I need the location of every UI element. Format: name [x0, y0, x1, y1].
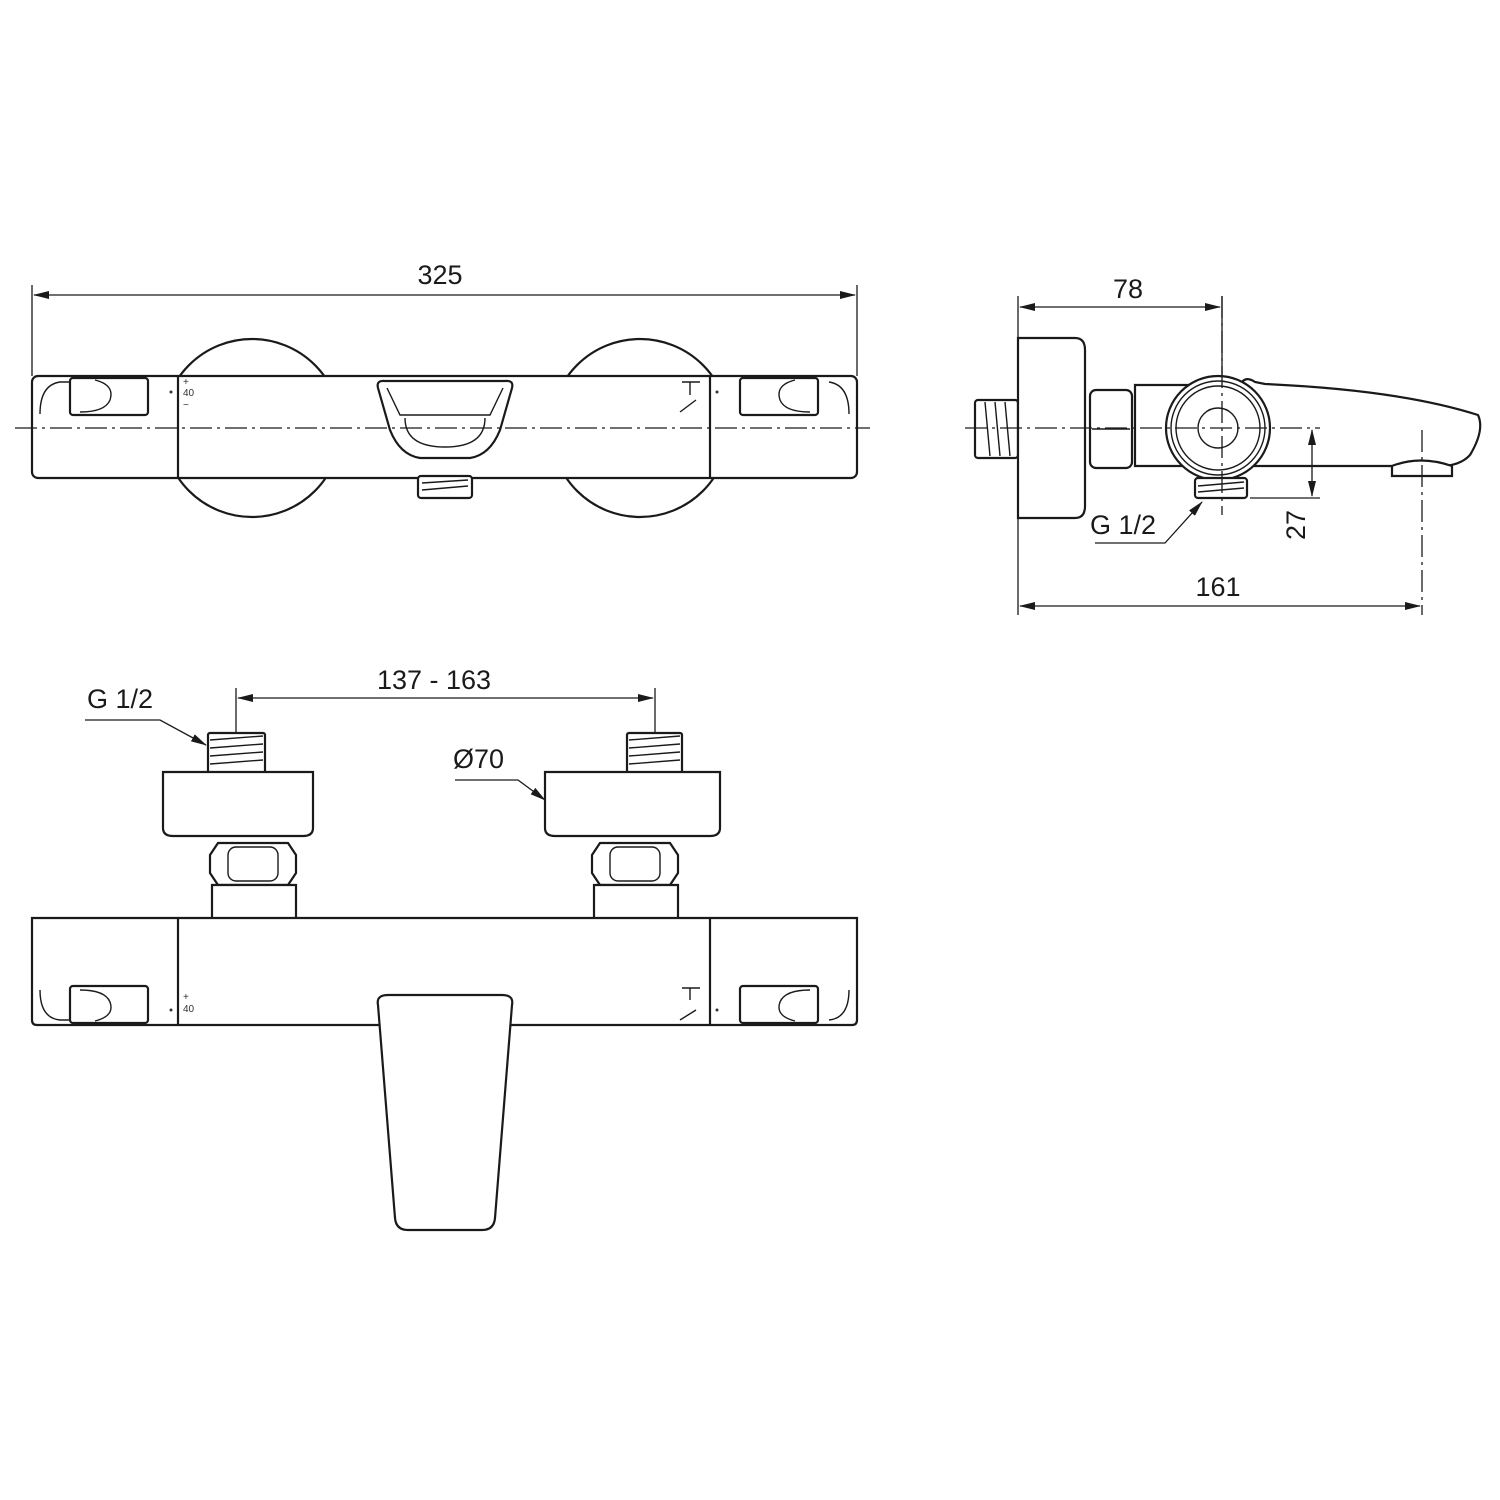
flange-left — [161, 770, 315, 838]
inlet-thread-label: G 1/2 — [87, 684, 153, 714]
mixer-body-top — [30, 916, 859, 1027]
hex-nut-left — [208, 841, 298, 887]
handle-left-top — [68, 984, 150, 1025]
dimension-78-label: 78 — [1113, 274, 1143, 304]
front-view: 325 + 40 − — [15, 260, 870, 519]
temp-40-mark: 40 — [183, 388, 195, 399]
dimension-161-label: 161 — [1195, 572, 1240, 602]
spout-diverter — [376, 379, 514, 460]
side-outlet-thread-label: G 1/2 — [1090, 510, 1156, 540]
shower-diverter-icon — [679, 381, 700, 413]
handle-left — [68, 376, 150, 417]
shower-outlet-thread — [416, 474, 474, 500]
flange-diameter-label: Ø70 — [453, 744, 504, 774]
temp-plus-mark-top: + — [183, 992, 189, 1003]
top-view: 137 - 163 G 1/2 Ø70 + 40 — [30, 665, 859, 1232]
dimension-centres-label: 137 - 163 — [377, 665, 491, 695]
flange-right — [543, 770, 722, 838]
temp-plus-mark: + — [183, 377, 189, 388]
inlet-thread — [973, 398, 1020, 460]
bath-spout — [376, 993, 514, 1232]
temp-minus-mark: − — [183, 400, 189, 411]
dimension-325-label: 325 — [417, 260, 462, 290]
hex-nut-right — [590, 841, 680, 887]
temp-40-mark-top: 40 — [183, 1004, 195, 1015]
dimension-27-label: 27 — [1281, 510, 1311, 540]
side-view: 78 27 G 1/2 161 — [965, 274, 1482, 615]
shower-diverter-icon-top — [679, 987, 700, 1021]
